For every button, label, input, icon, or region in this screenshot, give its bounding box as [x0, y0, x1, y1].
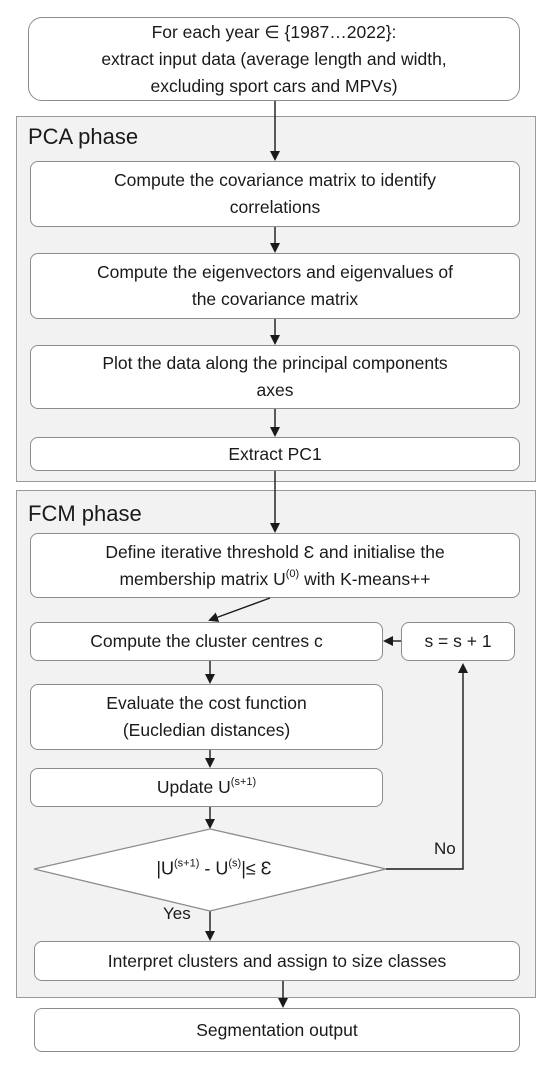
init-threshold-box: Define iterative threshold Ɛ and initial… — [30, 533, 520, 598]
increment-s-box: s = s + 1 — [401, 622, 515, 661]
fcm-phase-title: FCM phase — [28, 501, 142, 526]
extract-pc1-label: Extract PC1 — [228, 443, 322, 464]
cond-part-b: - U — [199, 858, 229, 879]
eigenvectors-line2: the covariance matrix — [191, 289, 359, 309]
start-line3: excluding sport cars and MPVs) — [150, 75, 398, 96]
extract-pc1-box: Extract PC1 — [30, 437, 520, 471]
start-line2: extract input data (average length and w… — [101, 48, 447, 69]
init-line1: Define iterative threshold Ɛ and initial… — [105, 541, 445, 562]
start-input-box: For each year ∈ {1987…2022}: extract inp… — [28, 17, 520, 101]
convergence-condition: |U(s+1) - U(s)|≤ Ɛ — [156, 857, 272, 880]
cost-line1: Evaluate the cost function — [106, 693, 307, 713]
plot-line1: Plot the data along the principal compon… — [102, 353, 448, 373]
yes-branch-label: Yes — [163, 904, 191, 923]
no-branch-label: No — [434, 839, 456, 858]
element-of-symbol: ∈ — [264, 21, 280, 42]
covariance-line2: correlations — [229, 197, 321, 217]
cond-part-c: |≤ Ɛ — [241, 858, 272, 879]
init-line2-post: with K-means++ — [299, 568, 431, 589]
plot-line2: axes — [256, 380, 294, 400]
init-line2-sup: (0) — [285, 567, 300, 580]
interpret-clusters-box: Interpret clusters and assign to size cl… — [34, 941, 520, 981]
plot-principal-components-box: Plot the data along the principal compon… — [30, 345, 520, 409]
no-loop-connector — [386, 663, 468, 870]
update-u-pre: Update U — [156, 777, 231, 797]
cost-function-box: Evaluate the cost function (Eucledian di… — [30, 684, 383, 750]
cond-sup-1: (s+1) — [174, 857, 200, 870]
init-line2-pre: membership matrix U — [119, 568, 286, 589]
pca-phase-title: PCA phase — [28, 124, 139, 149]
cond-part-a: |U — [156, 858, 175, 879]
segmentation-output-box: Segmentation output — [34, 1008, 520, 1052]
cluster-centres-box: Compute the cluster centres c — [30, 622, 383, 661]
eigenvectors-line1: Compute the eigenvectors and eigenvalues… — [96, 262, 454, 282]
convergence-decision-diamond — [33, 828, 387, 912]
cond-sup-2: (s) — [228, 857, 242, 870]
covariance-line1: Compute the covariance matrix to identif… — [114, 170, 436, 190]
covariance-matrix-box: Compute the covariance matrix to identif… — [30, 161, 520, 227]
start-line1-post: {1987…2022}: — [279, 21, 397, 42]
update-u-box: Update U(s+1) — [30, 768, 383, 807]
cost-line2: (Eucledian distances) — [122, 720, 291, 740]
start-line1-pre: For each year — [151, 21, 265, 42]
cluster-centres-label: Compute the cluster centres c — [90, 631, 323, 651]
segmentation-output-label: Segmentation output — [196, 1019, 358, 1040]
update-u-sup: (s+1) — [230, 776, 257, 789]
arrow-init-to-centres — [208, 597, 271, 622]
eigenvectors-box: Compute the eigenvectors and eigenvalues… — [30, 253, 520, 319]
increment-s-label: s = s + 1 — [424, 631, 492, 651]
interpret-clusters-label: Interpret clusters and assign to size cl… — [107, 950, 447, 971]
